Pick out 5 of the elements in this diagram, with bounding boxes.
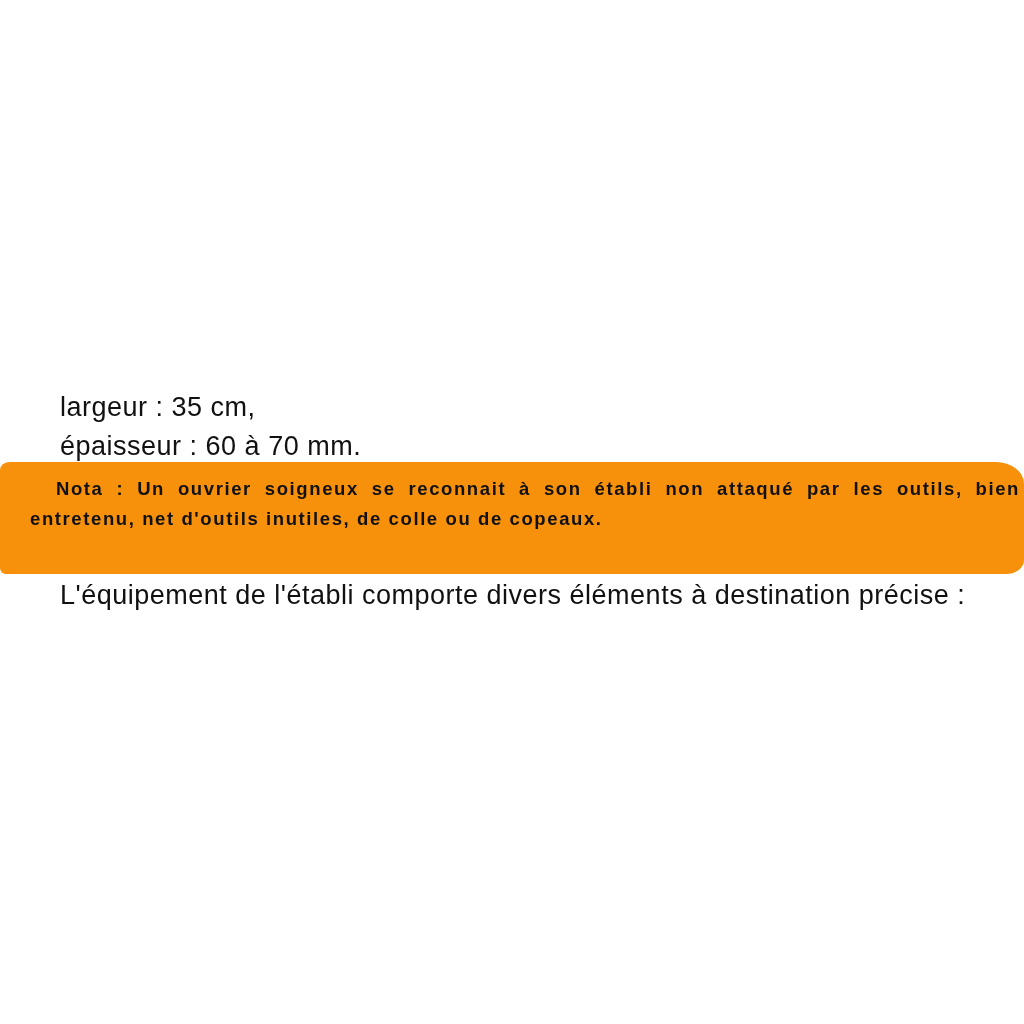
note-text: Nota : Un ouvrier soigneux se reconnait à son établi non attaqué par les outils, bien entretenu, net d'outils inutiles, de colle ou de copeaux.	[30, 477, 1020, 531]
highlighted-note-band	[0, 462, 1024, 574]
body-text: épaisseur : 60 à 70 mm.	[60, 430, 363, 463]
body-text: L'équipement de l'établi comporte divers éléments à destination précise :	[59, 579, 967, 612]
body-text: largeur : 35 cm,	[60, 391, 257, 424]
